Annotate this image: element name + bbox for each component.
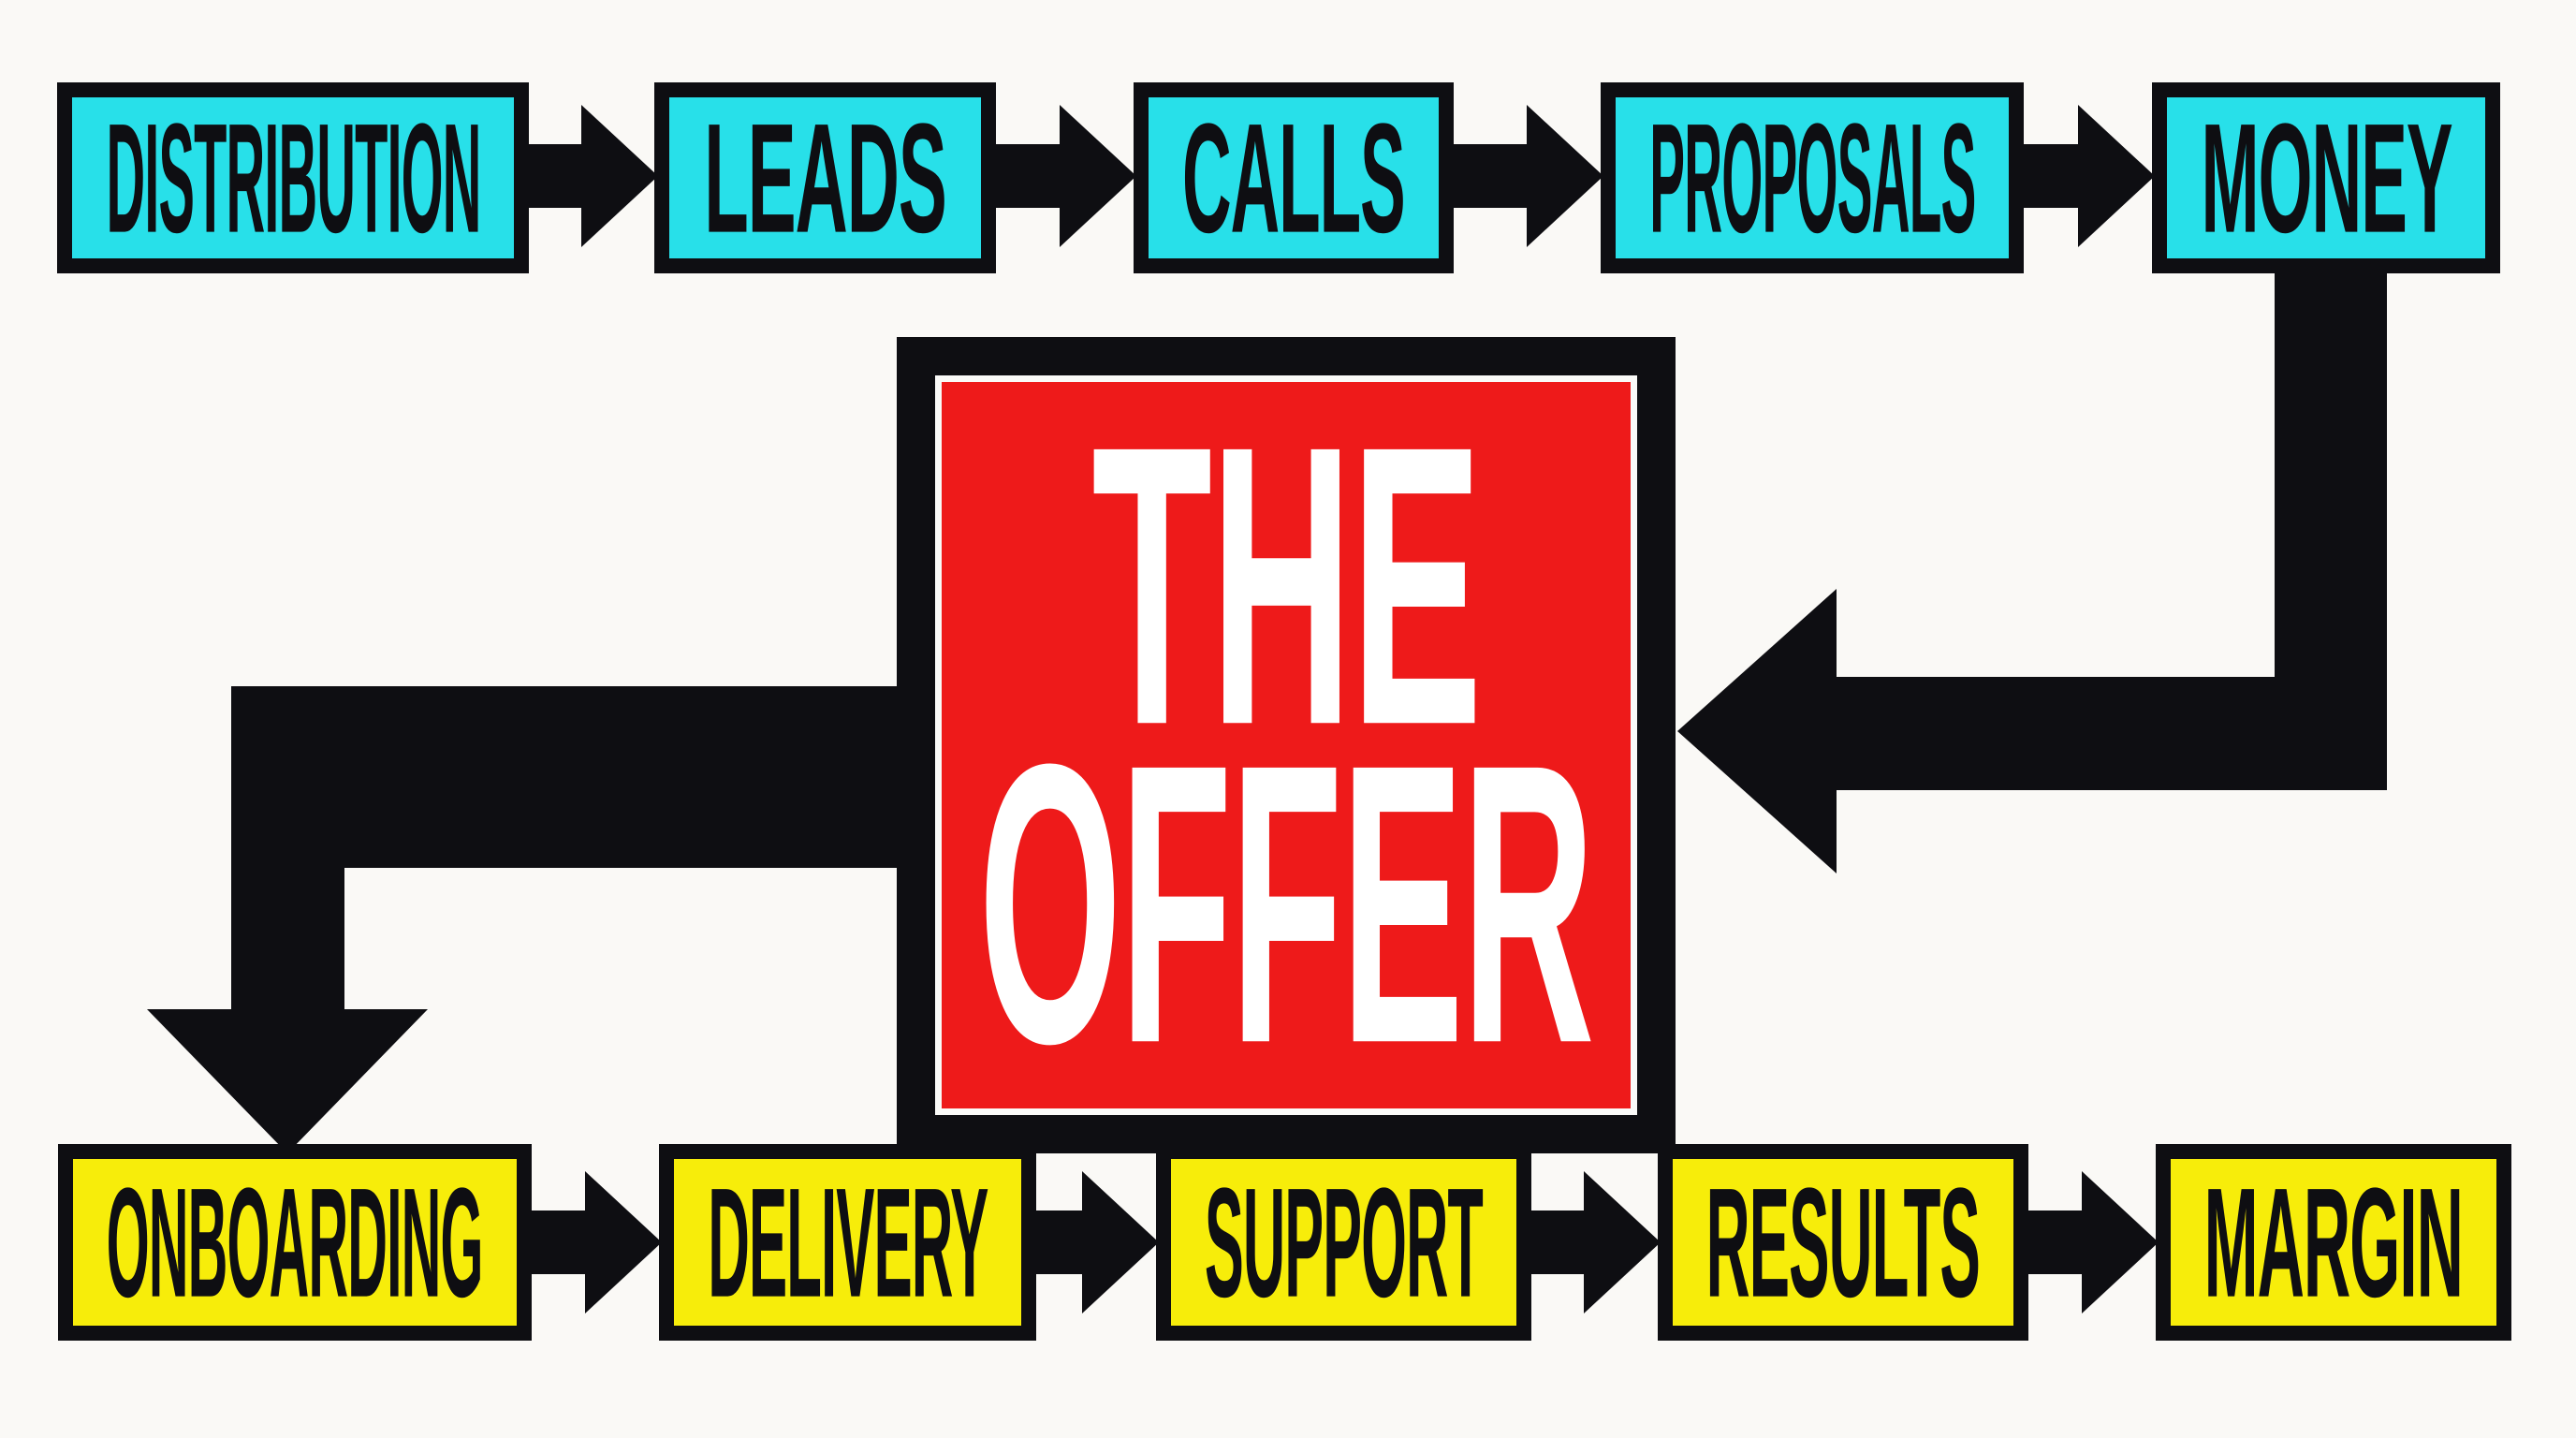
box-results: RESULTS — [1658, 1144, 2028, 1341]
box-margin: MARGIN — [2156, 1144, 2511, 1341]
arrow-distribution-to-leads — [527, 105, 658, 247]
box-results-label: RESULTS — [1705, 1154, 1981, 1330]
arrow-onboarding-to-delivery — [530, 1171, 662, 1313]
box-leads: LEADS — [654, 82, 996, 273]
box-margin-label: MARGIN — [2203, 1154, 2464, 1330]
offer-line-offer: OFFER — [978, 682, 1595, 1127]
arrow-down-head-into-onboarding — [147, 1009, 428, 1153]
box-calls-label: CALLS — [1182, 90, 1406, 266]
box-support: SUPPORT — [1156, 1144, 1531, 1341]
box-money: MONEY — [2152, 82, 2500, 273]
arrow-right-head — [1060, 105, 1136, 247]
box-delivery-label: DELIVERY — [707, 1154, 988, 1330]
box-leads-label: LEADS — [704, 90, 947, 266]
arrow-proposals-to-money — [2022, 105, 2155, 247]
arrow-right-head — [1584, 1171, 1661, 1313]
connector-money-to-offer-shaft — [1835, 677, 2387, 790]
box-the-offer: THE OFFER — [897, 337, 1676, 1153]
connector-offer-vertical — [231, 686, 344, 1011]
arrow-shaft — [1530, 1211, 1584, 1274]
arrow-left-head-into-offer — [1677, 589, 1837, 873]
arrow-delivery-to-support — [1034, 1171, 1159, 1313]
arrow-right-head — [581, 105, 658, 247]
arrow-right-head — [1527, 105, 1603, 247]
arrow-shaft — [994, 144, 1060, 208]
arrow-right-head — [585, 1171, 662, 1313]
box-distribution-label: DISTRIBUTION — [105, 90, 481, 266]
box-the-offer-inner: THE OFFER — [935, 363, 1637, 1127]
arrow-shaft — [2027, 1211, 2082, 1274]
arrow-right-head — [1082, 1171, 1159, 1313]
box-distribution: DISTRIBUTION — [57, 82, 529, 273]
arrow-calls-to-proposals — [1452, 105, 1603, 247]
box-proposals-label: PROPOSALS — [1648, 90, 1976, 266]
box-delivery: DELIVERY — [659, 1144, 1036, 1341]
offer-line-the: THE — [1091, 363, 1482, 809]
arrow-results-to-margin — [2027, 1171, 2159, 1313]
arrow-shaft — [1452, 144, 1527, 208]
arrow-shaft — [2022, 144, 2078, 208]
arrow-shaft — [1034, 1211, 1082, 1274]
box-onboarding: ONBOARDING — [58, 1144, 532, 1341]
arrow-leads-to-calls — [994, 105, 1136, 247]
box-money-label: MONEY — [2200, 90, 2452, 266]
box-support-label: SUPPORT — [1205, 1154, 1484, 1330]
box-onboarding-label: ONBOARDING — [107, 1154, 484, 1330]
arrow-right-head — [2078, 105, 2155, 247]
arrow-shaft — [530, 1211, 585, 1274]
box-proposals: PROPOSALS — [1601, 82, 2024, 273]
arrow-right-head — [2082, 1171, 2159, 1313]
box-calls: CALLS — [1134, 82, 1454, 273]
arrow-shaft — [527, 144, 581, 208]
arrow-support-to-results — [1530, 1171, 1661, 1313]
